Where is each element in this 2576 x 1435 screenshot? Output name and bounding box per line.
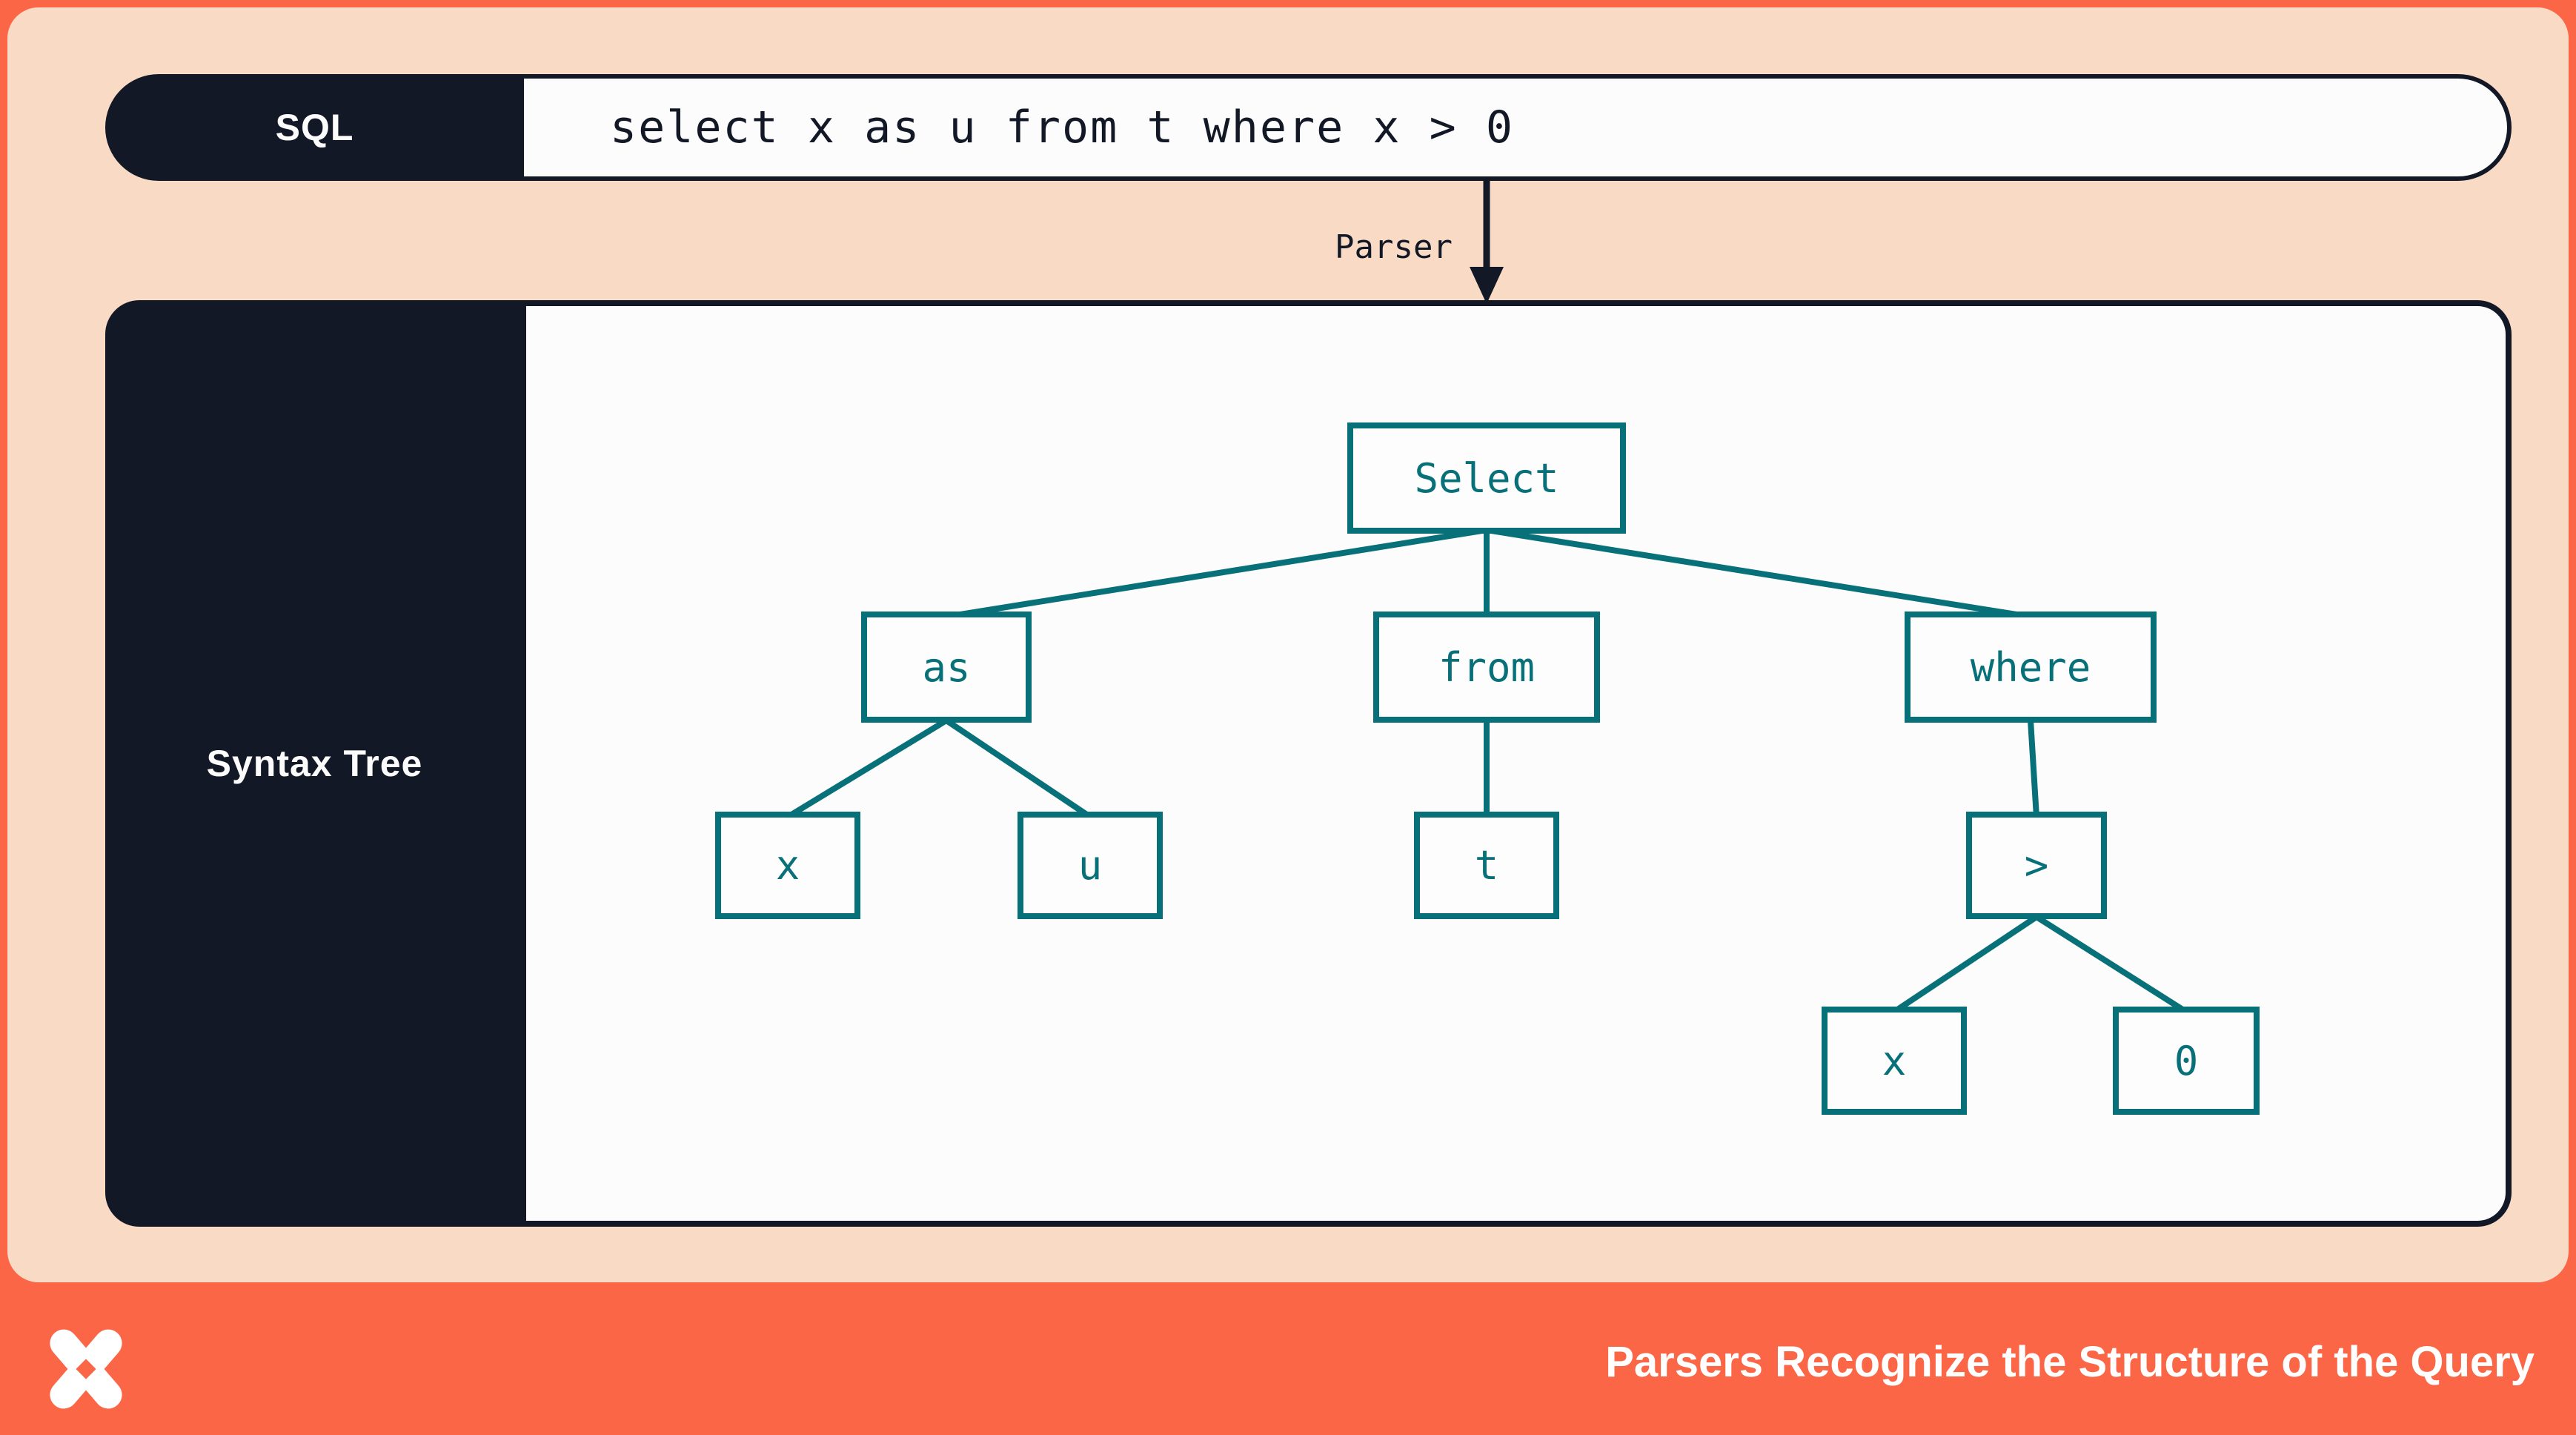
tree-node-t: t [1414,812,1559,919]
tree-node-select: Select [1347,422,1626,534]
tree-node-x-alias: x [715,812,860,919]
tree-node-as: as [861,612,1032,723]
dolt-x-logo [50,1329,122,1409]
syntax-tree-label: Syntax Tree [206,743,423,784]
tree-node-from: from [1373,612,1600,723]
tree-node-where: where [1905,612,2157,723]
tree-node-u: u [1018,812,1163,919]
tree-node-x-operand: x [1822,1007,1967,1115]
parser-label: Parser [1335,228,1453,266]
tree-node-greater-than: > [1966,812,2107,919]
footer-caption: Parsers Recognize the Structure of the Q… [1605,1338,2534,1386]
sql-query-field [524,79,2507,176]
sql-query-text: select x as u from t where x > 0 [610,102,1514,153]
tree-node-zero: 0 [2113,1007,2260,1115]
sql-bar-label: SQL [275,107,354,148]
